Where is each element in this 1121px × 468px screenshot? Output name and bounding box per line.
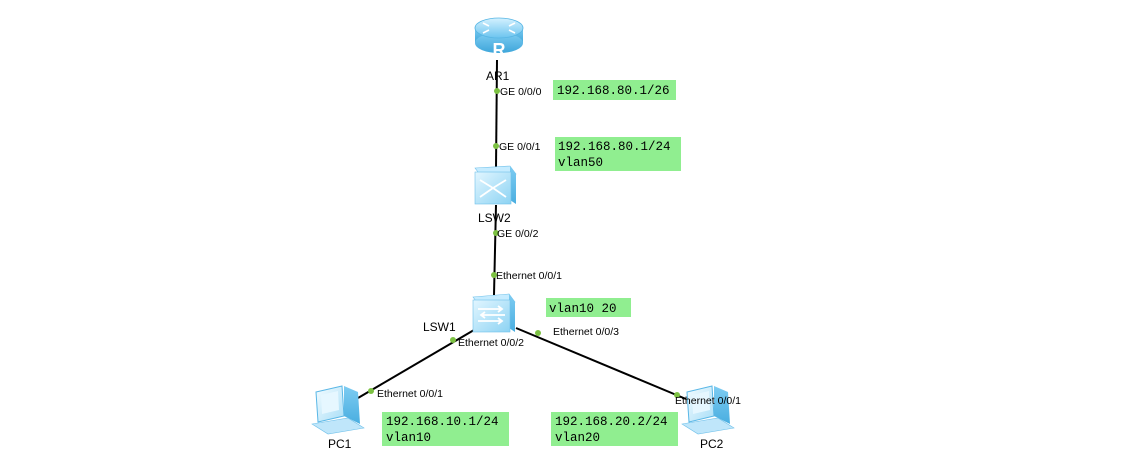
- note-pc1-ip[interactable]: 192.168.10.1/24 vlan10: [382, 412, 509, 446]
- port-dot: [491, 272, 497, 278]
- router-icon: R: [474, 17, 524, 60]
- port-label-lsw2-ge001: GE 0/0/1: [499, 141, 541, 153]
- port-label-lsw2-ge002: GE 0/0/2: [497, 228, 539, 240]
- link-ar1-lsw2[interactable]: [495, 59, 498, 169]
- note-lsw1-vlans[interactable]: vlan10 20: [546, 298, 631, 317]
- port-dot: [494, 88, 500, 94]
- note-line: 192.168.10.1/24: [386, 415, 499, 429]
- note-box: [546, 298, 631, 317]
- note-pc2-ip[interactable]: 192.168.20.2/24 vlan20: [551, 412, 678, 446]
- port-dot: [493, 143, 499, 149]
- port-dots: [368, 88, 680, 398]
- port-dot: [368, 388, 374, 394]
- l2-switch-icon: [472, 293, 516, 333]
- port-labels: GE 0/0/0 GE 0/0/1 GE 0/0/2 Ethernet 0/0/…: [377, 86, 741, 407]
- link-lsw2-lsw1[interactable]: [493, 204, 497, 296]
- switch-lsw2-label: LSW2: [478, 211, 511, 225]
- host-pc2-label: PC2: [700, 437, 724, 451]
- note-line: vlan10: [386, 431, 431, 445]
- port-label-lsw1-e002: Ethernet 0/0/2: [458, 337, 524, 349]
- note-box: [553, 80, 676, 100]
- host-pc1-label: PC1: [328, 437, 352, 451]
- router-ar1[interactable]: R AR1: [474, 17, 524, 83]
- svg-text:R: R: [493, 40, 506, 60]
- note-box: [555, 137, 681, 171]
- note-line: vlan20: [555, 431, 600, 445]
- note-box: [382, 412, 509, 446]
- port-dot: [674, 392, 680, 398]
- router-ar1-label: AR1: [486, 69, 510, 83]
- pc-icon: [681, 385, 735, 435]
- port-dot: [535, 330, 541, 336]
- note-lsw2-vlan[interactable]: 192.168.80.1/24 vlan50: [555, 137, 681, 171]
- port-label-lsw1-e003: Ethernet 0/0/3: [553, 326, 619, 338]
- link-lsw1-pc2[interactable]: [515, 327, 687, 400]
- port-label-ar1-ge000: GE 0/0/0: [500, 86, 542, 98]
- switch-lsw1-label: LSW1: [423, 320, 456, 334]
- port-dot: [450, 337, 456, 343]
- note-line: 192.168.80.1/24: [558, 140, 671, 154]
- switch-lsw2[interactable]: LSW2: [474, 165, 517, 225]
- host-pc2[interactable]: PC2: [681, 385, 735, 451]
- note-box: [551, 412, 678, 446]
- note-ar1-ip[interactable]: 192.168.80.1/26: [553, 80, 676, 100]
- port-label-pc1-e001: Ethernet 0/0/1: [377, 388, 443, 400]
- note-line: 192.168.20.2/24: [555, 415, 668, 429]
- switch-lsw1[interactable]: LSW1: [423, 293, 516, 334]
- port-dot: [493, 230, 499, 236]
- port-label-lsw1-e001: Ethernet 0/0/1: [496, 270, 562, 282]
- note-line: 192.168.80.1/26: [557, 84, 670, 98]
- host-pc1[interactable]: PC1: [311, 385, 365, 451]
- port-label-pc2-e001: Ethernet 0/0/1: [675, 395, 741, 407]
- note-line: vlan50: [558, 156, 603, 170]
- note-line: vlan10 20: [549, 302, 617, 316]
- pc-icon: [311, 385, 365, 435]
- l3-switch-icon: [474, 165, 517, 205]
